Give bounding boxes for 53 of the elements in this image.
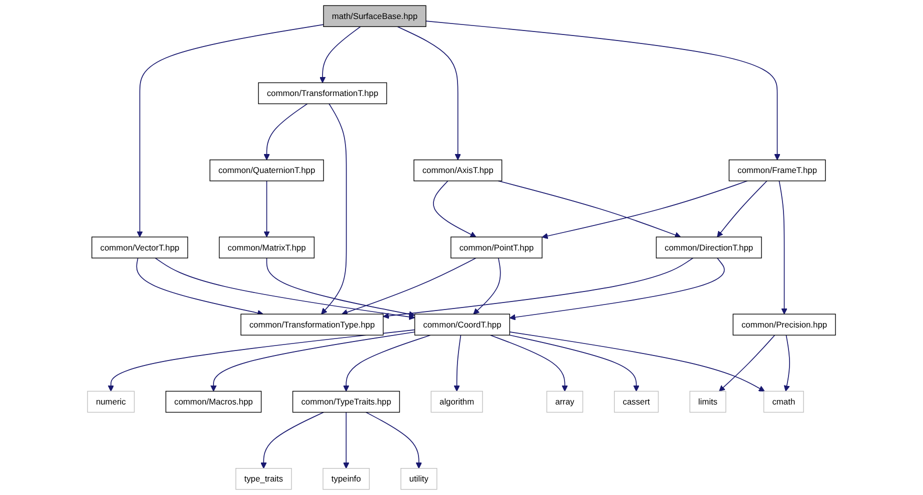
- node-box: [322, 468, 370, 490]
- arrow: [509, 331, 765, 392]
- arrow: [509, 258, 725, 320]
- node-box: [690, 390, 726, 413]
- arrow: [542, 180, 748, 239]
- arrow: [343, 334, 431, 392]
- node-box: [258, 82, 388, 104]
- node-box: [240, 314, 384, 336]
- arrow: [498, 180, 681, 238]
- arrow: [319, 26, 361, 84]
- node-box: [218, 236, 315, 258]
- node-box: [323, 5, 426, 27]
- node-box: [430, 390, 483, 413]
- arrow: [342, 258, 476, 316]
- node-box: [450, 236, 542, 258]
- node-box: [400, 468, 438, 490]
- arrow: [136, 258, 264, 316]
- node-box: [87, 390, 135, 413]
- arrow: [108, 329, 416, 392]
- node-box: [92, 236, 188, 258]
- arrow: [490, 334, 568, 392]
- node-box: [210, 160, 324, 182]
- node-box: [414, 160, 502, 182]
- arrow: [509, 334, 640, 392]
- arrow: [432, 180, 476, 238]
- arrow: [718, 334, 776, 392]
- arrow: [426, 20, 780, 160]
- arrow: [210, 332, 416, 392]
- node-box: [732, 314, 836, 336]
- arrow: [321, 103, 347, 314]
- arrow: [716, 180, 768, 238]
- arrow: [264, 180, 270, 238]
- node-box: [414, 314, 510, 336]
- arrow: [154, 258, 416, 320]
- arrow: [366, 412, 422, 469]
- arrow: [260, 412, 324, 469]
- arrow: [778, 180, 788, 314]
- arrow: [454, 334, 462, 392]
- node-box: [614, 390, 659, 413]
- arrow: [382, 258, 694, 319]
- node-box: [166, 390, 262, 413]
- arrow: [784, 334, 790, 392]
- arrow: [343, 412, 350, 469]
- arrow: [473, 258, 501, 314]
- node-box: [763, 390, 804, 413]
- node-box: [292, 390, 400, 413]
- node-box: [235, 468, 292, 490]
- node-box: [656, 236, 762, 258]
- node-box: [728, 160, 826, 182]
- arrow: [266, 258, 416, 318]
- arrow: [264, 103, 308, 160]
- node-box: [546, 390, 584, 413]
- arrow: [396, 26, 461, 160]
